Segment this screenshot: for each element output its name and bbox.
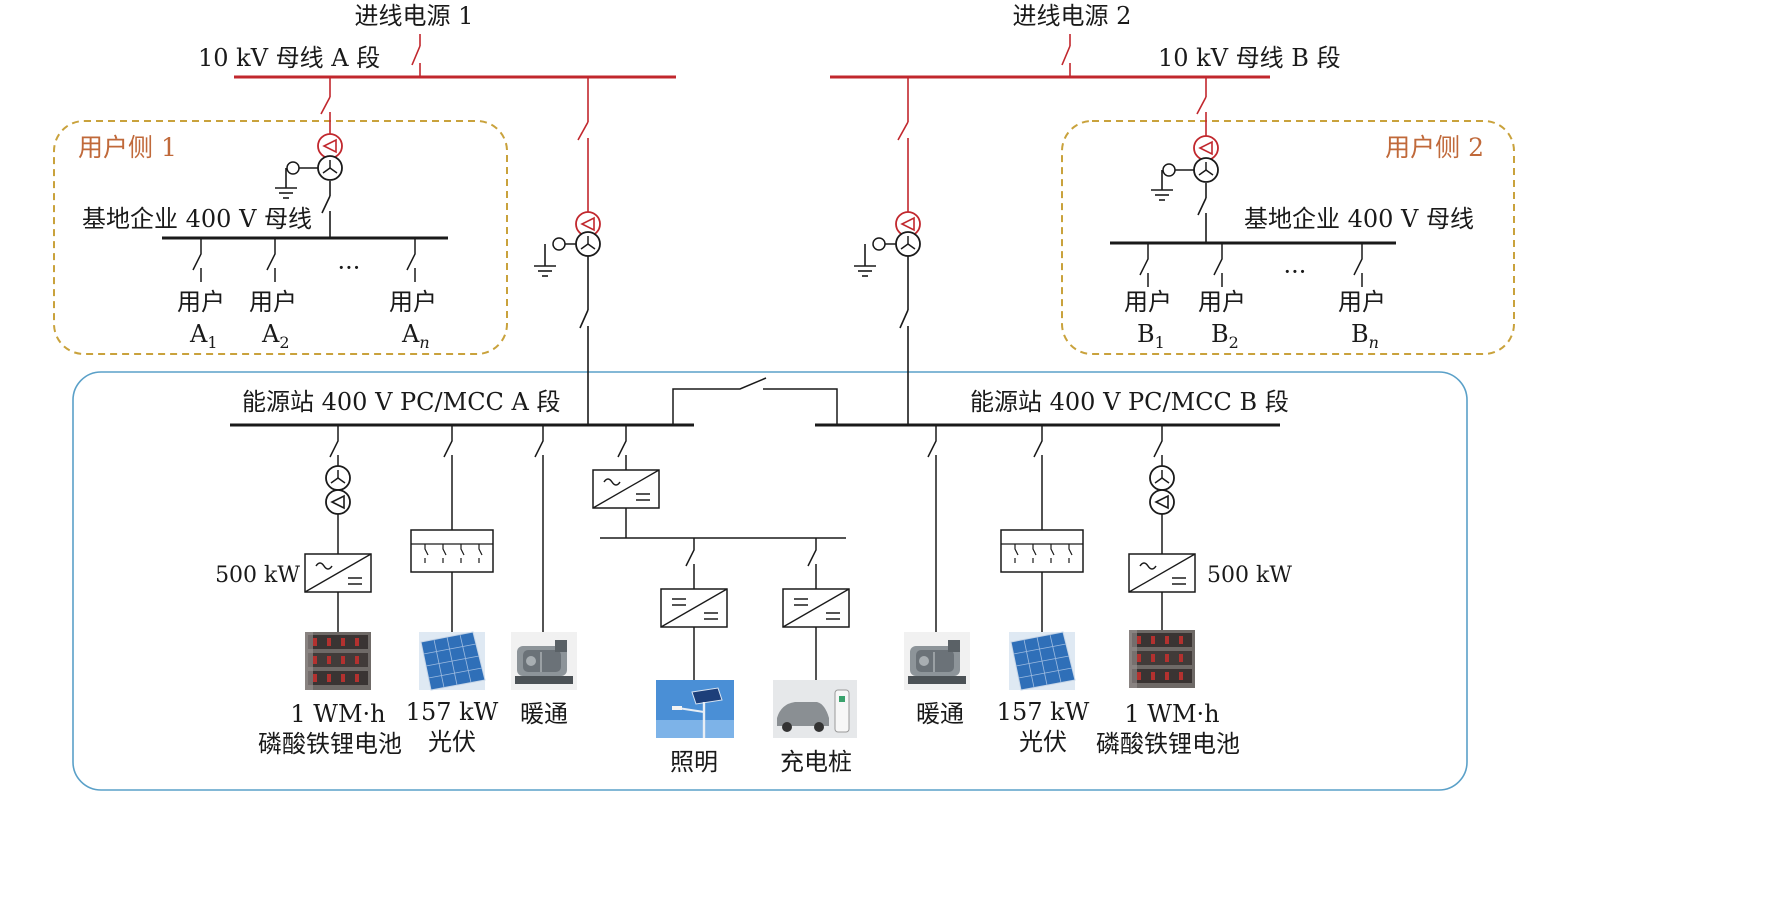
user-label: 用户 [1124, 288, 1172, 316]
source-2-feeder [1061, 34, 1071, 77]
user-id: B1 [1137, 320, 1165, 352]
battery-a-branch [329, 425, 339, 632]
battery-b-name: 磷酸铁锂电池 [1096, 730, 1240, 758]
user-label: 用户 [1338, 288, 1386, 316]
dc-branch [600, 425, 846, 680]
hvac-unit-icon [510, 631, 578, 691]
hvac-b-branch [927, 425, 937, 632]
battery-b-power: 500 kW [1207, 563, 1292, 588]
battery-rack-icon [305, 632, 371, 690]
hvac-unit-icon [903, 631, 971, 691]
user-label: 用户 [177, 288, 225, 316]
user-id: A2 [261, 320, 290, 352]
station-bus-a-label: 能源站 400 V PC/MCC A 段 [242, 388, 561, 416]
ground-icon [853, 253, 877, 277]
battery-a-capacity: 1 WM·h [290, 700, 385, 728]
battery-rack-icon [1129, 630, 1195, 688]
hvac-b-name: 暖通 [916, 700, 964, 728]
pv-combiner-icon [410, 529, 494, 573]
user-id: A1 [189, 320, 218, 352]
ground-icon [274, 175, 298, 199]
bus-tie-switch [672, 377, 838, 425]
station-bus-b-label: 能源站 400 V PC/MCC B 段 [970, 388, 1289, 416]
user-label: 用户 [249, 288, 297, 316]
pv-a-name: 光伏 [428, 728, 476, 756]
user-side-2-feeder [1161, 77, 1207, 243]
user-side-1-bus-label: 基地企业 400 V 母线 [82, 205, 312, 233]
pv-b-name: 光伏 [1019, 728, 1067, 756]
bus-b-10kv-label: 10 kV 母线 B 段 [1158, 44, 1341, 72]
user-side-1-title: 用户侧 1 [78, 133, 177, 162]
transformer-primary-icon [1193, 135, 1219, 161]
ellipsis: ··· [1284, 258, 1307, 286]
user-side-2-bus-label: 基地企业 400 V 母线 [1244, 205, 1474, 233]
pv-a-branch [443, 425, 453, 632]
user-side-1-feeder [285, 77, 331, 238]
user-side-2-zone [1061, 120, 1515, 355]
transformer-delta-icon [1149, 489, 1175, 515]
user-id: An [401, 320, 430, 352]
transformer-delta-icon [325, 489, 351, 515]
source-2-label: 进线电源 2 [1013, 2, 1132, 30]
user-label: 用户 [389, 288, 437, 316]
user-side-2-breakers [1139, 243, 1363, 287]
user-label: 用户 [1198, 288, 1246, 316]
bus-a-10kv-label: 10 kV 母线 A 段 [198, 44, 380, 72]
battery-b-branch [1153, 425, 1163, 630]
user-side-1-breakers [192, 238, 416, 282]
battery-a-name: 磷酸铁锂电池 [258, 730, 402, 758]
pv-combiner-icon [1000, 529, 1084, 573]
acdc-converter-icon [304, 553, 372, 593]
dcdc-converter-icon [660, 588, 728, 628]
lighting-name: 照明 [670, 748, 718, 776]
pv-b-power: 157 kW [997, 698, 1090, 726]
transformer-primary-icon [317, 133, 343, 159]
transformer-secondary-icon [575, 231, 601, 257]
hvac-a-name: 暖通 [520, 700, 568, 728]
acdc-converter-icon [592, 469, 660, 509]
transformer-wye-icon [325, 465, 351, 491]
transformer-wye-icon [1149, 465, 1175, 491]
solar-street-light-icon [654, 678, 736, 740]
user-id: Bn [1351, 320, 1379, 352]
ground-icon [533, 253, 557, 277]
station-feeder-a [544, 77, 589, 425]
user-id: B2 [1211, 320, 1239, 352]
battery-a-power: 500 kW [215, 563, 300, 588]
transformer-secondary-icon [1193, 157, 1219, 183]
solar-panel-icon [1008, 631, 1076, 691]
dcdc-converter-icon [782, 588, 850, 628]
source-1-feeder [411, 34, 421, 77]
solar-panel-icon [418, 631, 486, 691]
pv-b-branch [1033, 425, 1043, 632]
user-side-2-title: 用户侧 2 [1385, 133, 1484, 162]
acdc-converter-icon [1128, 553, 1196, 593]
energy-station-zone [72, 371, 1468, 791]
transformer-secondary-icon [317, 155, 343, 181]
hvac-a-branch [534, 425, 544, 632]
ellipsis: ··· [338, 254, 361, 282]
source-1-label: 进线电源 1 [355, 2, 474, 30]
charger-name: 充电桩 [780, 748, 852, 776]
user-side-1-zone [53, 120, 508, 355]
battery-b-capacity: 1 WM·h [1124, 700, 1219, 728]
ev-charger-icon [772, 679, 858, 739]
transformer-secondary-icon [895, 231, 921, 257]
ground-icon [1150, 177, 1174, 201]
pv-a-power: 157 kW [406, 698, 499, 726]
